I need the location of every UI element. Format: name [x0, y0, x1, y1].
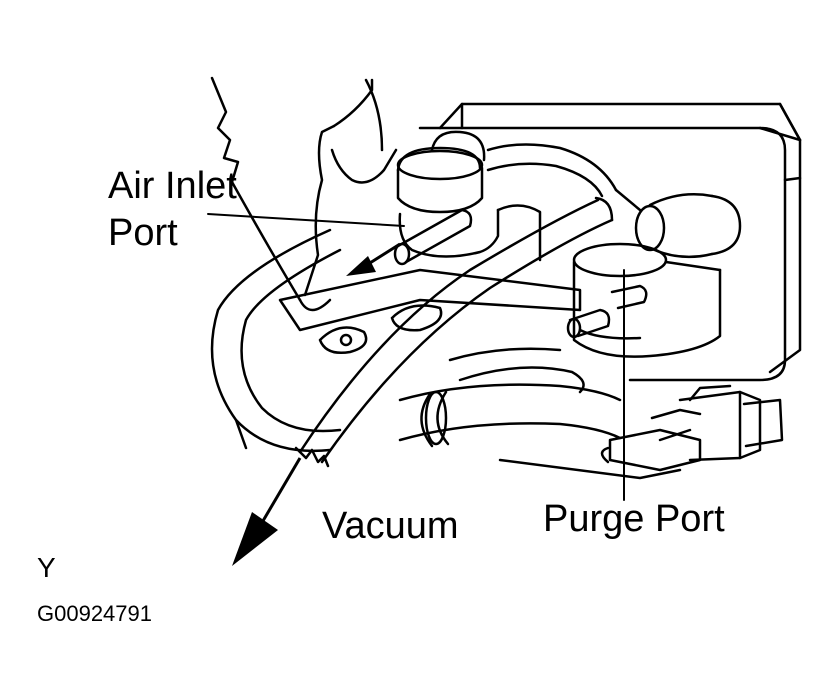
vacuum-arrow — [232, 457, 302, 566]
electrical-connector — [650, 384, 784, 462]
air-inlet-port-label-line1: Air Inlet — [108, 165, 237, 207]
lower-vsv — [572, 242, 722, 358]
air-inlet-port-label-line2: Port — [108, 212, 178, 254]
vacuum-label: Vacuum — [322, 505, 459, 547]
view-letter-label: Y — [37, 552, 56, 583]
lower-vsv-nipples — [566, 284, 648, 339]
left-hose-loop — [210, 228, 342, 453]
lower-hose-with-clamp — [398, 347, 622, 448]
figure-code-label: G00924791 — [37, 601, 152, 626]
upper-vsv — [396, 130, 542, 262]
purge-port-label: Purge Port — [543, 498, 725, 540]
mounting-bracket — [278, 268, 582, 354]
air-inlet-arrow — [346, 242, 401, 276]
vacuum-hose — [294, 196, 614, 468]
hand-illustration — [210, 76, 398, 312]
leader-lines — [207, 213, 625, 501]
air-inlet-leader — [207, 213, 405, 227]
air-inlet-port — [393, 208, 473, 266]
canister-body — [418, 102, 802, 382]
upper-tube — [486, 143, 642, 212]
